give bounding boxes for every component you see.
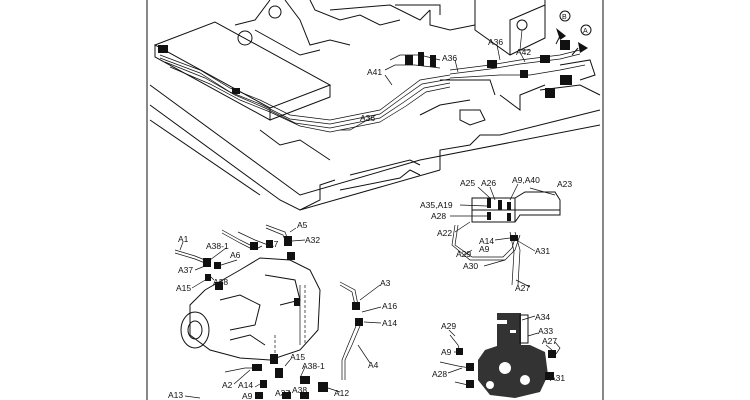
label-a32: A32 (305, 235, 320, 245)
label-a14-bottom: A14 (238, 380, 253, 390)
valve-block-detail (450, 183, 561, 288)
label-a35-a19: A35,A19 (420, 200, 453, 210)
label-a30: A30 (463, 261, 478, 271)
label-a37-left: A37 (178, 265, 193, 275)
label-a28-right: A28 (431, 211, 446, 221)
label-a2: A2 (222, 380, 233, 390)
label-a31-right: A31 (535, 246, 550, 256)
label-a16: A16 (382, 301, 397, 311)
label-a29-right: A29 (456, 249, 471, 259)
label-a7: A7 (268, 239, 279, 249)
label-a3: A3 (380, 278, 391, 288)
label-a9-a40: A9,A40 (512, 175, 540, 185)
label-a14-mid: A14 (382, 318, 397, 328)
label-a22: A22 (437, 228, 452, 238)
label-a41: A41 (367, 67, 382, 77)
view-arrow-b: B (555, 10, 571, 45)
view-marker-b: B (562, 14, 567, 21)
label-a28-bottom-right: A28 (432, 369, 447, 379)
label-a13: A13 (168, 390, 183, 400)
machine-frame-drawing (149, 0, 601, 211)
label-a4: A4 (368, 360, 379, 370)
label-a27-bottom-right: A27 (542, 336, 557, 346)
label-a14-right: A14 (479, 236, 494, 246)
label-a23: A23 (557, 179, 572, 189)
label-a6: A6 (230, 250, 241, 260)
label-a25: A25 (460, 178, 475, 188)
label-a29-bottom-right: A29 (441, 321, 456, 331)
label-a27-right: A27 (515, 283, 530, 293)
label-a36-mid: A36 (442, 53, 457, 63)
label-a31-bottom-right: A31 (550, 373, 565, 383)
control-valve-detail (439, 313, 561, 398)
view-arrow-a: A (571, 24, 592, 56)
label-a42: A42 (516, 47, 531, 57)
label-a15-bottom: A15 (290, 352, 305, 362)
label-a38-1-top: A38-1 (206, 241, 229, 251)
pump-assembly-detail (174, 224, 382, 399)
label-a15-left: A15 (176, 283, 191, 293)
label-a33: A33 (538, 326, 553, 336)
label-a36-top: A36 (488, 37, 503, 47)
label-a12: A12 (334, 388, 349, 398)
label-a34: A34 (535, 312, 550, 322)
label-a38-left: A38 (213, 277, 228, 287)
label-a1: A1 (178, 234, 189, 244)
label-a26: A26 (481, 178, 496, 188)
label-a9-bottom-right: A9 (441, 347, 452, 357)
label-a38-bottom: A38 (292, 385, 307, 395)
label-a37-bottom: A37 (275, 388, 290, 398)
label-a5: A5 (297, 220, 308, 230)
view-marker-a: A (583, 28, 588, 35)
label-a9-bottom: A9 (242, 391, 253, 400)
label-a38-1-bottom: A38-1 (302, 361, 325, 371)
label-a9-right: A9 (479, 244, 490, 254)
label-a36-left: A36 (360, 113, 375, 123)
